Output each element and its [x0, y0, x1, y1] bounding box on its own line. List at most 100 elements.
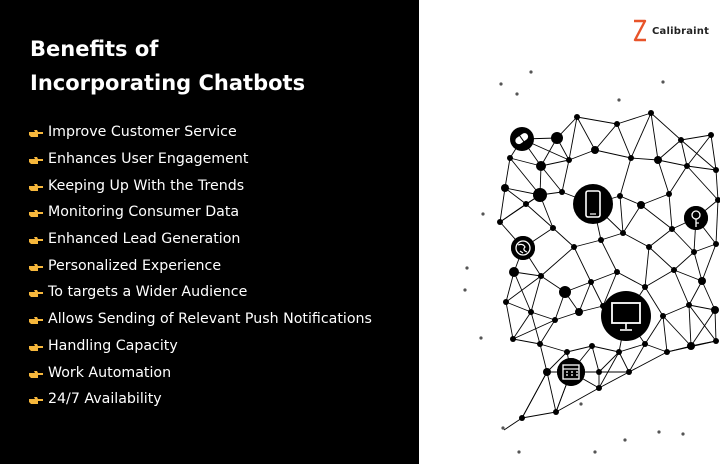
- page-title: Benefits of Incorporating Chatbots: [30, 32, 410, 100]
- network-link: [503, 417, 523, 431]
- network-link: [561, 159, 570, 193]
- network-link: [714, 309, 717, 342]
- network-node: [671, 267, 677, 273]
- network-link: [591, 345, 600, 373]
- network-node: [616, 349, 622, 355]
- title-line-1: Benefits of: [30, 37, 159, 61]
- network-link: [688, 304, 716, 311]
- network-node: [519, 415, 525, 421]
- network-dot: [529, 70, 533, 74]
- network-link: [644, 246, 650, 288]
- network-node: [684, 163, 690, 169]
- network-link: [650, 112, 682, 141]
- network-link: [594, 123, 618, 151]
- network-link: [616, 271, 646, 288]
- network-node: [553, 409, 559, 415]
- network-node: [620, 230, 626, 236]
- network-link: [600, 232, 624, 241]
- network-link: [693, 243, 717, 253]
- network-node: [648, 110, 654, 116]
- network-node: [691, 249, 697, 255]
- network-link: [568, 149, 596, 161]
- network-link: [618, 351, 630, 373]
- network-link: [686, 134, 712, 167]
- brand-logo[interactable]: Calibraint: [631, 18, 709, 44]
- network-node: [654, 156, 662, 164]
- network-link: [509, 157, 541, 196]
- network-link: [504, 157, 511, 189]
- network-node: [571, 244, 577, 250]
- network-node: [678, 137, 684, 143]
- network-link: [662, 304, 690, 317]
- network-link: [505, 301, 532, 313]
- network-node: [687, 342, 695, 350]
- network-link: [499, 194, 541, 223]
- benefit-item: Keeping Up With the Trends: [29, 172, 372, 199]
- network-dot: [657, 430, 661, 434]
- network-link: [505, 271, 515, 303]
- network-link: [648, 246, 675, 271]
- network-link: [616, 112, 652, 125]
- benefit-label: Monitoring Consumer Data: [48, 204, 240, 221]
- pointing-hand-icon: [29, 342, 43, 352]
- network-link: [673, 251, 695, 271]
- benefit-item: Improve Customer Service: [29, 119, 372, 146]
- benefit-item: Personalized Experience: [29, 252, 372, 279]
- pointing-hand-icon: [29, 208, 43, 218]
- benefit-label: Personalized Experience: [48, 257, 222, 274]
- network-link: [598, 371, 630, 389]
- network-link: [530, 311, 556, 321]
- network-link: [680, 139, 717, 171]
- network-node: [523, 201, 529, 207]
- network-link: [539, 319, 556, 345]
- benefit-label: 24/7 Availability: [48, 391, 162, 408]
- left-panel: Benefits of Incorporating Chatbots Impro…: [0, 0, 419, 464]
- network-node: [698, 277, 706, 285]
- benefit-item: Enhanced Lead Generation: [29, 226, 372, 253]
- watch-icon: [684, 206, 708, 230]
- benefit-label: Keeping Up With the Trends: [48, 177, 245, 194]
- benefit-label: Improve Customer Service: [48, 124, 237, 141]
- network-node: [713, 338, 719, 344]
- network-dot: [465, 266, 469, 270]
- network-node: [666, 191, 672, 197]
- globe-icon: [511, 236, 535, 260]
- pointing-hand-icon: [29, 155, 43, 165]
- network-node: [614, 269, 620, 275]
- benefit-label: Handling Capacity: [48, 337, 178, 354]
- pointing-hand-icon: [29, 288, 43, 298]
- network-link: [539, 343, 548, 373]
- network-link: [513, 271, 532, 313]
- network-link: [546, 371, 557, 413]
- network-link: [546, 351, 568, 373]
- pointing-hand-icon: [29, 182, 43, 192]
- network-link: [602, 271, 618, 307]
- network-node: [510, 336, 516, 342]
- network-dot: [661, 80, 665, 84]
- network-node: [501, 184, 509, 192]
- network-link: [539, 343, 568, 353]
- network-link: [630, 112, 652, 159]
- network-link: [616, 123, 632, 159]
- benefit-label: Work Automation: [48, 364, 172, 381]
- network-link: [715, 199, 719, 245]
- benefit-item: Handling Capacity: [29, 333, 372, 360]
- network-link: [521, 371, 548, 419]
- network-dot: [501, 426, 505, 430]
- network-node: [533, 188, 547, 202]
- network-node: [596, 385, 602, 391]
- network-link: [598, 351, 620, 373]
- pointing-hand-icon: [29, 315, 43, 325]
- network-node: [642, 341, 648, 347]
- pointing-hand-icon: [29, 128, 43, 138]
- network-link: [554, 311, 580, 321]
- network-node: [626, 369, 632, 375]
- benefit-item: Allows Sending of Relevant Push Notifica…: [29, 306, 372, 333]
- network-node: [550, 225, 556, 231]
- network-link: [505, 301, 514, 340]
- network-link: [540, 246, 575, 277]
- network-node: [591, 146, 599, 154]
- network-link: [530, 275, 542, 313]
- network-node: [507, 155, 513, 161]
- network-node: [617, 193, 623, 199]
